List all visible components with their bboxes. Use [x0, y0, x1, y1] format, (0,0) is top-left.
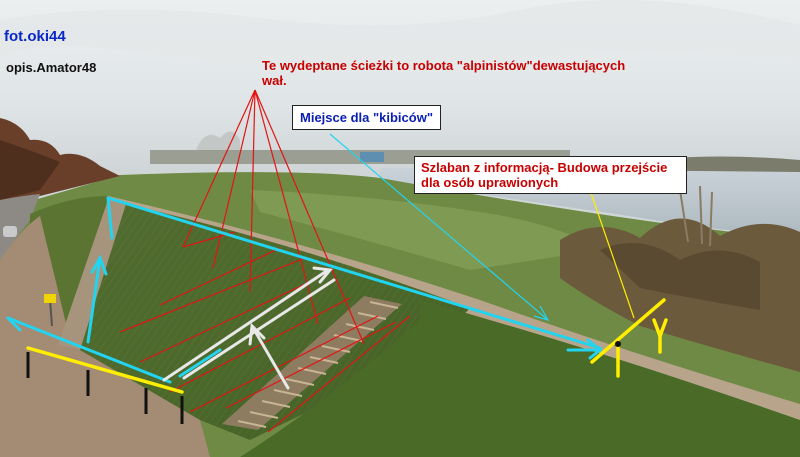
bare-tree: [679, 185, 713, 247]
cyan-arrows: [6, 196, 603, 384]
white-arrows: [162, 266, 336, 390]
red-annotation-lines: [119, 89, 411, 433]
left-trees-shadow: [0, 140, 60, 200]
road: [0, 194, 40, 260]
parked-car: [3, 226, 17, 237]
gravel-area: [0, 216, 210, 457]
wooden-stairs: [222, 296, 402, 430]
shrub-shadow: [600, 242, 760, 310]
trails-annotation: Te wydeptane ścieżki to robota "alpinist…: [262, 58, 626, 88]
barrier-posts: [26, 352, 184, 424]
sign-post: [44, 294, 56, 327]
description-credit: opis.Amator48: [6, 60, 97, 75]
fans-pointer: [329, 133, 549, 321]
barrier-pointer: [589, 189, 635, 319]
meadow-light: [250, 190, 600, 270]
clouds: [0, 0, 800, 70]
barrier-hinge: [615, 341, 621, 347]
fans-place-label: Miejsce dla "kibiców": [292, 105, 441, 130]
yellow-marks: [26, 298, 668, 394]
barrier-label: Szlaban z informacją- Budowa przejście d…: [414, 156, 687, 194]
distant-building: [360, 152, 384, 162]
dirt-path-left: [58, 200, 126, 350]
photo-credit: fot.oki44: [4, 28, 66, 45]
embankment-slope-front: [240, 300, 800, 457]
